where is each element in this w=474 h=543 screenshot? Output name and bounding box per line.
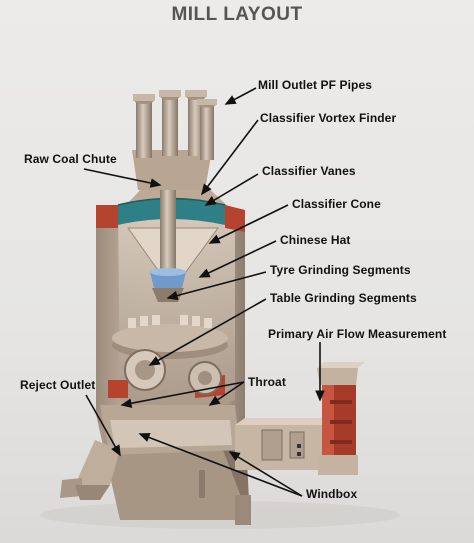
leader-raw-coal (83, 168, 162, 188)
leader-chinese-hat (198, 240, 277, 278)
primary-air-column (317, 362, 365, 475)
leader-reject-outlet (85, 394, 121, 457)
leader-throat-2 (208, 381, 245, 406)
leader-windbox-1 (138, 432, 303, 497)
label-vortex-finder: Classifier Vortex Finder (260, 111, 397, 125)
label-mill-outlet: Mill Outlet PF Pipes (258, 78, 373, 92)
label-windbox: Windbox (306, 487, 358, 501)
leader-classifier-cone (208, 204, 289, 244)
leader-lines (83, 87, 325, 497)
label-classifier-cone: Classifier Cone (292, 197, 381, 211)
leader-tyre-segments (166, 271, 267, 301)
label-table-segments: Table Grinding Segments (270, 291, 417, 305)
leader-throat-1 (120, 381, 245, 408)
leader-table-segments (148, 298, 267, 366)
leader-mill-outlet (224, 87, 257, 105)
label-chinese-hat: Chinese Hat (280, 233, 351, 247)
primary-air-duct (235, 418, 340, 470)
label-primary-air: Primary Air Flow Measurement (268, 327, 447, 341)
grinding-table (112, 315, 228, 395)
label-reject-outlet: Reject Outlet (20, 378, 96, 392)
label-tyre-segments: Tyre Grinding Segments (270, 263, 411, 277)
outlet-pf-pipes (132, 90, 217, 190)
leader-classifier-vanes (204, 173, 259, 206)
windbox (100, 405, 240, 455)
label-raw-coal-chute: Raw Coal Chute (24, 152, 117, 166)
label-classifier-vanes: Classifier Vanes (262, 164, 356, 178)
page-title: MILL LAYOUT (171, 4, 303, 25)
leader-vortex-finder (201, 119, 259, 196)
leader-windbox-2 (228, 451, 303, 497)
label-throat: Throat (248, 375, 286, 389)
reject-outlet (60, 440, 120, 500)
